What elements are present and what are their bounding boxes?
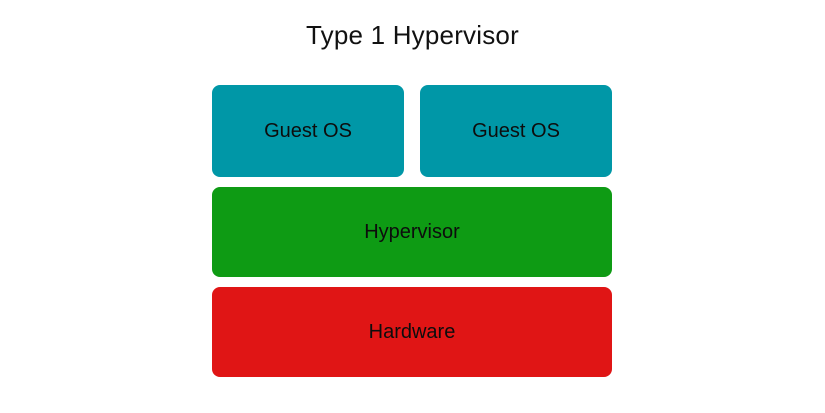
hardware-box-label: Hardware (368, 321, 456, 343)
hardware-box[interactable]: Hardware (212, 287, 612, 377)
hypervisor-box[interactable]: Hypervisor (212, 187, 612, 277)
hypervisor-row: Hypervisor (212, 187, 612, 277)
guest-os-row: Guest OS Guest OS (212, 85, 612, 177)
layer-stack: Guest OS Guest OS Hypervisor Hardware (212, 85, 612, 377)
diagram-title: Type 1 Hypervisor (306, 20, 519, 50)
guest-os-box-2-label: Guest OS (472, 120, 560, 142)
guest-os-box-2[interactable]: Guest OS (420, 85, 612, 177)
guest-os-box-1-label: Guest OS (264, 120, 352, 142)
hardware-row: Hardware (212, 287, 612, 377)
hypervisor-box-label: Hypervisor (364, 221, 460, 243)
guest-os-box-1[interactable]: Guest OS (212, 85, 404, 177)
